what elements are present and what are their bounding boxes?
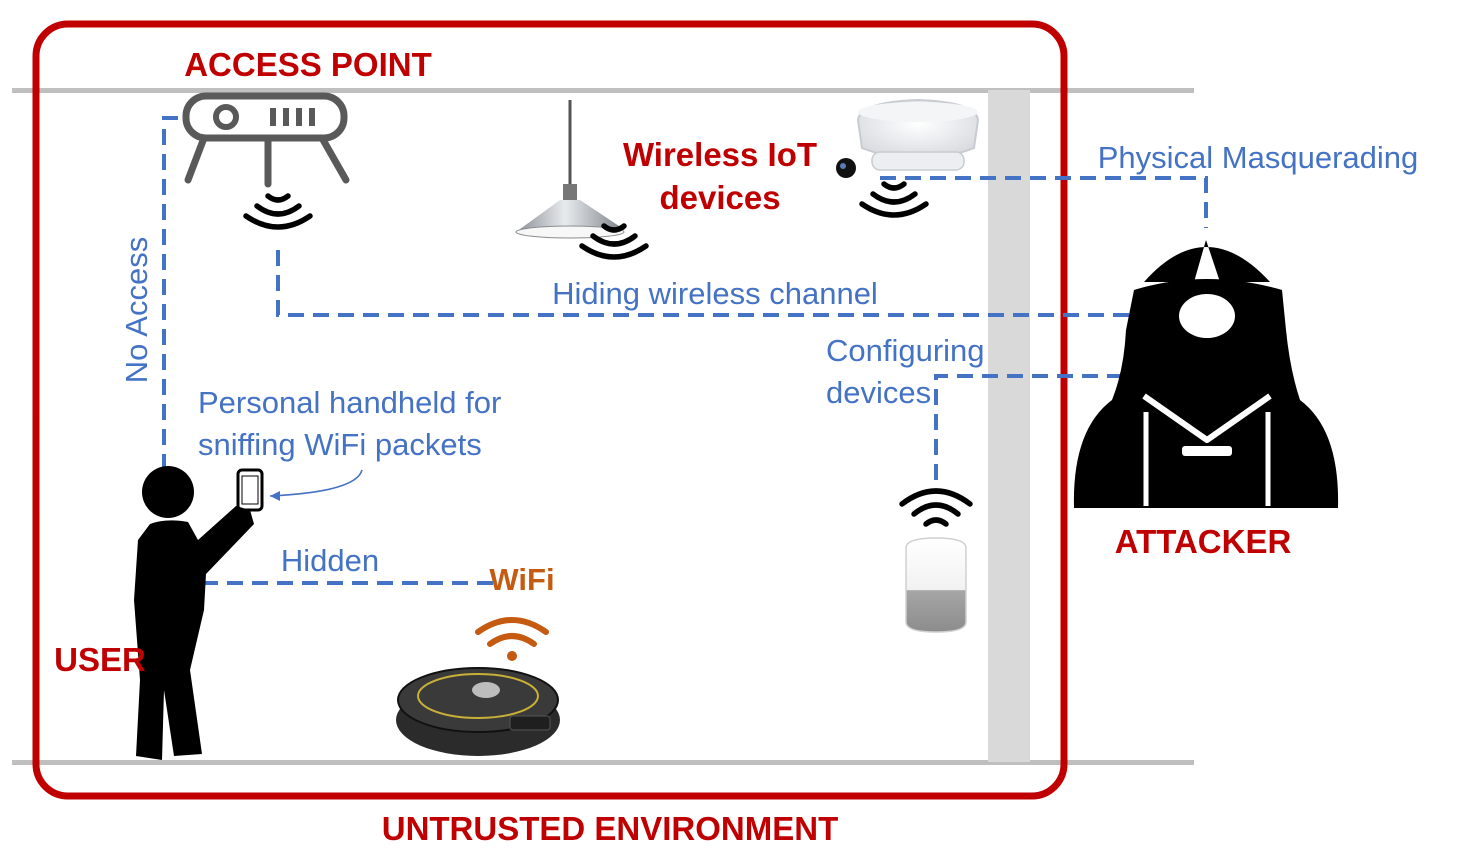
no-access-link (162, 116, 196, 470)
masquerading-link (880, 176, 1208, 228)
wireless-iot-label-line2: devices (659, 179, 780, 216)
handheld-pointer-arrow (269, 469, 363, 497)
router-icon (182, 92, 350, 188)
attacker-label: ATTACKER (1115, 523, 1292, 560)
pendant-lamp-icon (515, 100, 625, 239)
hidden-label: Hidden (281, 543, 379, 578)
configuring-link (934, 374, 1158, 480)
floor-line (12, 760, 1194, 765)
handheld-label-line1: Personal handheld for (198, 385, 501, 420)
hooded-attacker-icon (1073, 240, 1339, 508)
robot-vacuum-icon (396, 667, 560, 756)
physical-masquerading-label: Physical Masquerading (1098, 140, 1419, 175)
configuring-label-line1: Configuring (826, 333, 985, 368)
wifi-signal-icon (899, 488, 973, 527)
wifi-signal-icon (246, 196, 310, 227)
hiding-channel-link (276, 250, 1130, 317)
ceiling-line (12, 88, 1194, 93)
wifi-label: WiFi (489, 562, 554, 597)
hiding-wireless-channel-label: Hiding wireless channel (552, 276, 878, 311)
configuring-label-line2: devices (826, 375, 931, 410)
user-label: USER (54, 641, 146, 678)
user-figure-icon (134, 466, 254, 760)
untrusted-environment-label: UNTRUSTED ENVIRONMENT (382, 810, 839, 847)
wireless-iot-label-line1: Wireless IoT (623, 136, 817, 173)
security-camera-icon (836, 98, 980, 178)
smartphone-icon (236, 468, 264, 512)
no-access-label: No Access (119, 237, 154, 383)
wifi-signal-icon (475, 617, 549, 661)
access-point-label: ACCESS POINT (184, 46, 432, 83)
wall (988, 90, 1030, 762)
wifi-signal-icon (862, 184, 926, 215)
handheld-label-line2: sniffing WiFi packets (198, 427, 482, 462)
untrusted-environment-border (32, 20, 1068, 800)
smart-speaker-icon (905, 537, 967, 633)
